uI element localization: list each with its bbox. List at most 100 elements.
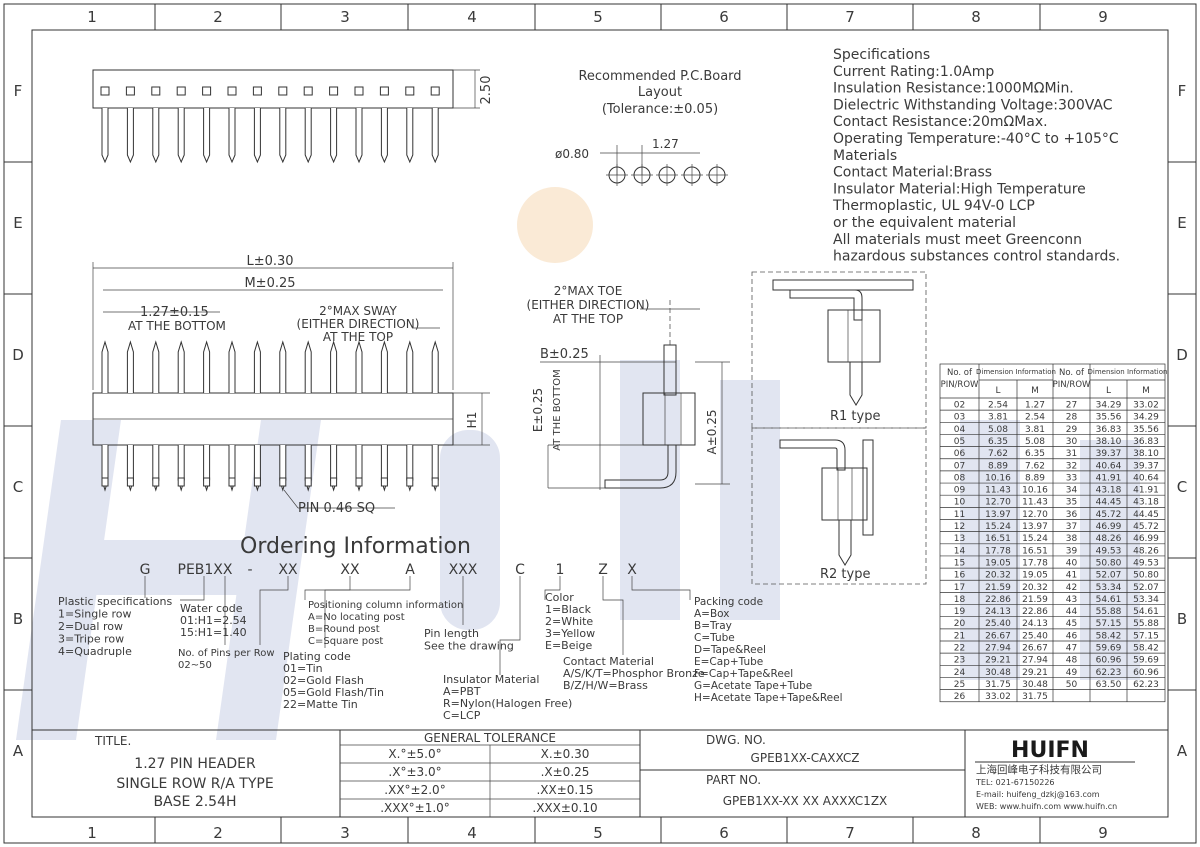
pin-square xyxy=(379,86,389,96)
table-cell: 46.99 xyxy=(1096,522,1122,532)
tolerance-angle: .XX°±2.0° xyxy=(384,783,445,797)
column-label-top: 5 xyxy=(593,8,603,26)
watermark-dot xyxy=(517,187,593,263)
table-cell: 6.35 xyxy=(1025,449,1045,459)
pin-tip xyxy=(177,477,185,487)
front-pin-top xyxy=(101,340,109,393)
column-label-bottom: 5 xyxy=(593,824,603,842)
front-pin-top xyxy=(228,340,236,393)
order-packing-line: E=Cap+Tube xyxy=(694,656,763,668)
table-cell: 15.24 xyxy=(1022,534,1048,544)
front-pin-top xyxy=(279,340,287,393)
order-code-part: X xyxy=(627,562,637,578)
order-color-line: Color xyxy=(545,591,574,604)
table-cell: 55.88 xyxy=(1096,607,1122,617)
table-cell: 19.05 xyxy=(985,558,1011,568)
order-pin_length-line: Pin length xyxy=(424,627,479,640)
table-header-no-right: No. of xyxy=(1059,368,1085,378)
table-header-no: No. of xyxy=(947,368,973,378)
table-cell: 33.02 xyxy=(985,692,1011,702)
table-cell: 3.81 xyxy=(988,413,1008,423)
top-pin xyxy=(253,108,261,164)
row-label-right: F xyxy=(1178,82,1187,100)
order-positioning-line: Positioning column information xyxy=(308,600,463,611)
order-plastic-line: 1=Single row xyxy=(58,608,132,621)
pin-tip xyxy=(304,477,312,487)
table-cell: 20.32 xyxy=(1022,583,1048,593)
table-cell: 57.15 xyxy=(1096,619,1122,629)
table-cell: 23 xyxy=(954,656,965,666)
table-cell: 60.96 xyxy=(1096,656,1122,666)
table-cell: 38.10 xyxy=(1096,437,1122,447)
table-cell: 57.15 xyxy=(1133,631,1159,641)
pcb-hole-dim: ø0.80 xyxy=(555,147,589,161)
table-cell: 29 xyxy=(1066,425,1078,435)
order-pin_length-line: See the drawing xyxy=(424,640,514,653)
pin-tip xyxy=(253,477,261,487)
b-dimension: B±0.25 xyxy=(540,347,589,362)
top-pin xyxy=(380,108,388,164)
spec-line: All materials must meet Greenconn xyxy=(833,232,1082,248)
order-pins_per_row-line: No. of Pins per Row xyxy=(178,648,275,659)
order-packing-line: C=Tube xyxy=(694,632,735,644)
order-packing-line: D=Tape&Reel xyxy=(694,644,766,656)
table-cell: 29.21 xyxy=(985,656,1011,666)
table-cell: 45.72 xyxy=(1096,510,1122,520)
company-web: WEB: www.huifn.com www.huifn.cn xyxy=(976,802,1117,811)
table-cell: 35.56 xyxy=(1096,413,1122,423)
table-cell: 48.26 xyxy=(1096,534,1122,544)
toe-line-1: 2°MAX TOE xyxy=(554,284,623,298)
company-name: 上海回峰电子科技有限公司 xyxy=(976,763,1102,776)
order-packing-line: Packing code xyxy=(694,596,763,608)
order-insulator-line: A=PBT xyxy=(443,685,481,698)
title-line-3: BASE 2.54H xyxy=(153,794,236,810)
table-cell: 36.83 xyxy=(1096,425,1122,435)
order-contact-line: A/S/K/T=Phosphor Bronze xyxy=(563,667,705,680)
row-label-left: C xyxy=(13,478,23,496)
table-cell: 36 xyxy=(1066,510,1078,520)
front-pin-top xyxy=(406,340,414,393)
table-header-dim-right: Dimension Information xyxy=(1088,368,1168,376)
pin-square xyxy=(252,86,262,96)
table-cell: 8.89 xyxy=(988,461,1008,471)
table-cell: 34.29 xyxy=(1133,413,1159,423)
order-plating-line: 05=Gold Flash/Tin xyxy=(283,686,384,699)
table-cell: 15 xyxy=(954,558,965,568)
table-cell: 19 xyxy=(954,607,966,617)
pin-square xyxy=(303,86,313,96)
table-header-m: M xyxy=(1031,386,1039,396)
column-label-top: 3 xyxy=(340,8,350,26)
table-cell: 25 xyxy=(954,680,965,690)
title-line-2: SINGLE ROW R/A TYPE xyxy=(116,776,273,792)
top-pin xyxy=(152,108,160,164)
tolerance-angle: .XXX°±1.0° xyxy=(380,801,450,815)
table-cell: 36.83 xyxy=(1133,437,1159,447)
table-cell: 20 xyxy=(954,619,966,629)
pin-square xyxy=(125,86,135,96)
table-cell: 14 xyxy=(954,546,966,556)
table-header-l-right: L xyxy=(1106,386,1111,396)
order-code-part: A xyxy=(405,562,415,578)
order-plating-line: Plating code xyxy=(283,650,351,663)
front-pin-top xyxy=(152,340,160,393)
pcb-title-line-2: Layout xyxy=(638,85,682,100)
table-cell: 3.81 xyxy=(1025,425,1045,435)
order-code-part: Z xyxy=(598,562,608,578)
pin-size-note: PIN 0.46 SQ xyxy=(298,501,375,516)
table-cell: 54.61 xyxy=(1133,607,1159,617)
m-dimension: M±0.25 xyxy=(244,276,295,291)
pin-tip xyxy=(126,477,134,487)
e-note: AT THE BOTTOM xyxy=(552,369,563,451)
row-label-left: D xyxy=(12,346,24,364)
table-cell: 39.37 xyxy=(1096,449,1122,459)
order-plating-line: 22=Matte Tin xyxy=(283,698,358,711)
tolerance-linear: X.±0.30 xyxy=(541,747,590,761)
table-cell: 44.45 xyxy=(1096,498,1122,508)
table-cell: 52.07 xyxy=(1096,571,1122,581)
table-cell: 49.53 xyxy=(1096,546,1122,556)
spec-line: Contact Resistance:20mΩMax. xyxy=(833,114,1048,130)
front-pin-top xyxy=(431,340,439,393)
l-dimension: L±0.30 xyxy=(246,254,293,269)
